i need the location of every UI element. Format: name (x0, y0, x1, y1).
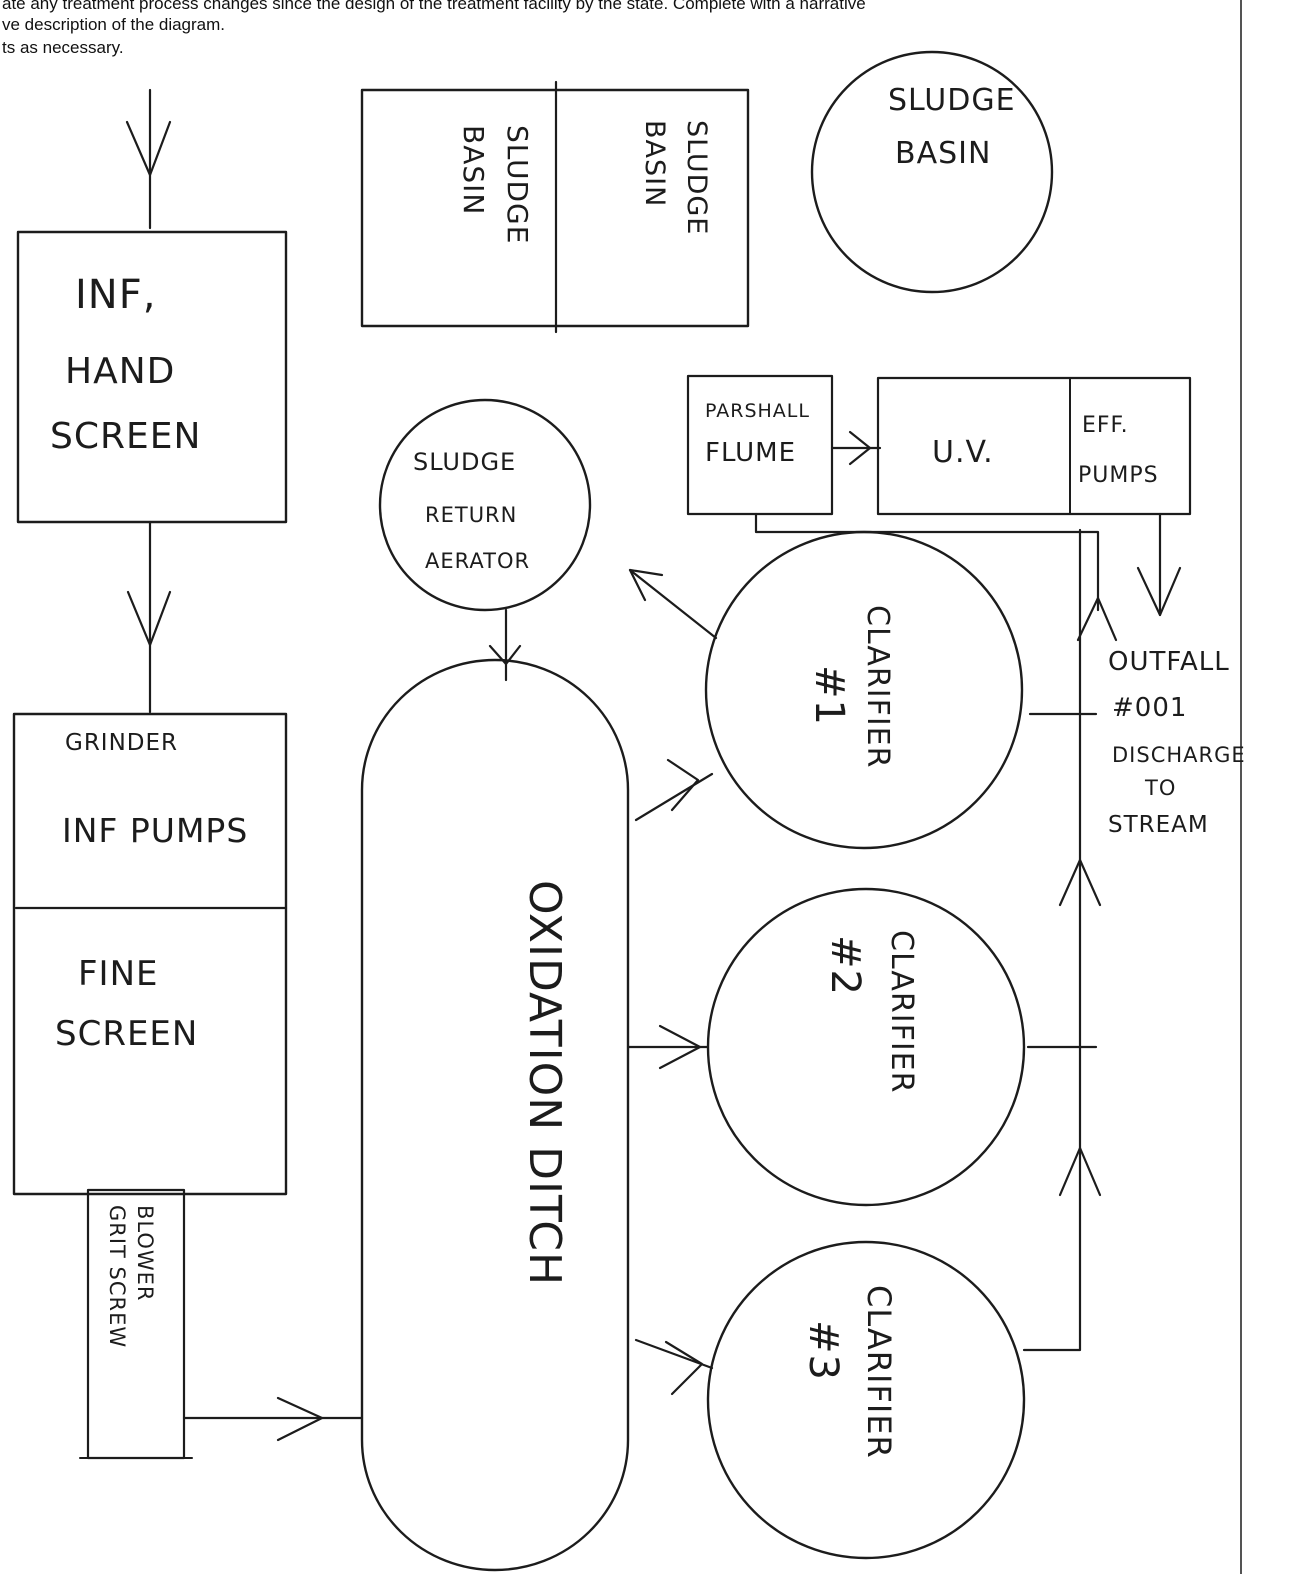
parshall-flume-box (686, 374, 834, 516)
sludge-basin-mid-label-2: BASIN (639, 120, 670, 207)
outfall-label-4: TO (1144, 776, 1176, 800)
flume-to-uv-arrow-icon (848, 430, 872, 466)
outfall-label-2: #001 (1112, 693, 1187, 723)
clarifier-2-label: CLARIFIER (884, 930, 919, 1093)
inf-hand-screen-label-2: HAND (65, 351, 175, 392)
aerator-label-2: RETURN (425, 503, 517, 527)
round-sludge-basin (810, 50, 1054, 294)
ditch-to-clarifier-2-arrow-icon (658, 1024, 702, 1070)
grit-screw-label: GRIT SCREW (105, 1205, 129, 1348)
oxidation-ditch-label: OXIDATION DITCH (519, 880, 570, 1286)
clarifier-to-aerator-arrow-icon (628, 568, 664, 602)
collector-arrow-icon-1 (1058, 1146, 1102, 1197)
clarifier-2-number: #2 (822, 935, 868, 996)
effluent-collector-line (1022, 528, 1082, 1352)
sludge-basin-mid-label-1: SLUDGE (681, 120, 712, 235)
clarifier-3 (706, 1240, 1026, 1560)
aerator-to-ditch-arrow-icon (488, 644, 522, 666)
eff-pumps-label-2: PUMPS (1078, 463, 1159, 488)
parshall-flume-label-2: FLUME (705, 438, 796, 468)
outfall-label-3: DISCHARGE (1112, 743, 1246, 767)
sludge-basin-left-label-2: BASIN (457, 125, 490, 215)
eff-pumps-label-1: EFF. (1082, 413, 1129, 438)
round-sludge-basin-label-2: BASIN (895, 136, 991, 171)
clarifier-3-label: CLARIFIER (860, 1285, 898, 1459)
aerator-label-3: AERATOR (425, 549, 530, 573)
header-text-line-2: ve description of the diagram. (2, 15, 226, 34)
fine-screen-label-1: FINE (78, 954, 159, 994)
sludge-basin-left-label-1: SLUDGE (501, 125, 534, 244)
oxidation-ditch (360, 658, 630, 1572)
blower-to-ditch-arrow-icon (276, 1396, 324, 1442)
aerator-label-1: SLUDGE (413, 448, 516, 476)
outfall-label-1: OUTFALL (1108, 647, 1230, 677)
inf-pumps-label: INF PUMPS (62, 811, 248, 850)
inf-hand-screen-label-3: SCREEN (50, 416, 201, 457)
eff-pumps-to-outfall-arrow-icon (1136, 566, 1182, 617)
header-text-line-1: ate any treatment process changes since … (2, 0, 866, 13)
ditch-to-clarifier-1-arrow-icon (666, 758, 700, 812)
clarifier-to-aerator-line (628, 568, 718, 640)
uv-label: U.V. (932, 435, 994, 470)
screen-to-grinder-arrow-icon (126, 590, 172, 647)
outfall-label-5: STREAM (1108, 812, 1209, 838)
round-sludge-basin-label-1: SLUDGE (888, 83, 1016, 118)
fine-screen-label-2: SCREEN (55, 1014, 198, 1054)
parshall-flume-label-1: PARSHALL (705, 400, 810, 422)
sludge-return-aerator (378, 398, 592, 612)
collector-arrow-icon-2 (1058, 858, 1102, 907)
inf-hand-screen-label-1: INF, (75, 272, 156, 318)
blower-label: BLOWER (133, 1205, 157, 1302)
grinder-label: GRINDER (65, 730, 178, 756)
inf-hand-screen-box (16, 230, 288, 524)
clarifier-1-number: #1 (806, 665, 852, 726)
grinder-pump-screen-box (12, 712, 288, 1196)
clarifier-1-label: CLARIFIER (860, 605, 895, 768)
ditch-to-clarifier-3-arrow-icon (664, 1340, 704, 1396)
flume-feed-line (754, 512, 1100, 612)
uv-eff-pumps-box (876, 376, 1192, 516)
clarifier-3-number: #3 (800, 1320, 846, 1381)
header-text-line-3: ts as necessary. (2, 38, 124, 57)
ditch-to-clarifier-1-line (634, 772, 714, 822)
inlet-arrow-icon (125, 120, 172, 177)
